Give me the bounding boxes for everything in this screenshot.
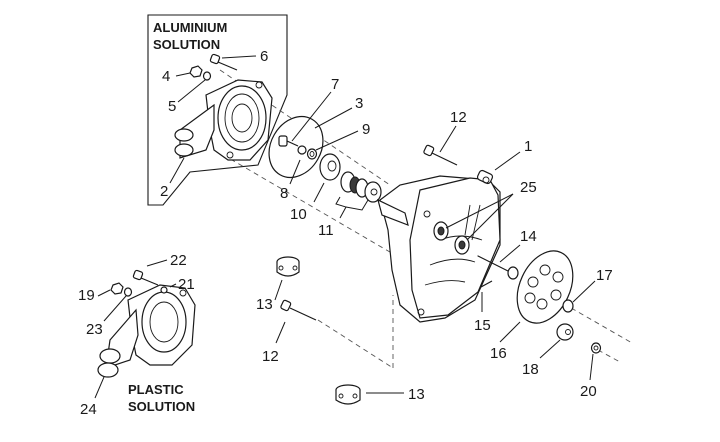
washer-22: [160, 286, 168, 294]
nut-4: [189, 65, 203, 78]
mechanical-seal-11: [340, 171, 382, 203]
bearing-21b: [454, 235, 470, 255]
callout-3: 3: [355, 95, 363, 112]
bolt-6: [209, 53, 238, 71]
shaft-14: [477, 255, 519, 280]
bolt-12-lower: [280, 299, 317, 321]
callout-19: 19: [78, 287, 95, 304]
plastic-caption-line2: SOLUTION: [128, 399, 195, 414]
callout-20: 20: [580, 383, 597, 400]
o-ring-17: [562, 299, 574, 313]
assembly-axis-lower: [214, 149, 396, 256]
callout-21: 25: [520, 179, 537, 196]
washer-9: [306, 148, 318, 160]
assembly-axis-right-lower: [597, 349, 621, 363]
callout-14: 14: [520, 228, 537, 245]
callout-24: 24: [80, 401, 97, 418]
clamp-13-lower: [335, 384, 361, 405]
callout-23: 22: [170, 252, 187, 269]
callout-15: 15: [474, 317, 491, 334]
clamp-13-upper: [276, 256, 300, 277]
callout-6: 6: [260, 48, 268, 65]
aluminium-caption-line1: ALUMINIUM: [153, 20, 227, 35]
callout-25: 23: [86, 321, 103, 338]
callout-18: 18: [522, 361, 539, 378]
pump-cover-plastic: [97, 284, 196, 378]
callout-9: 9: [362, 121, 370, 138]
aluminium-caption-line2: SOLUTION: [153, 37, 220, 52]
callout-12-top: 12: [450, 109, 467, 126]
callout-17: 17: [596, 267, 613, 284]
callout-13-lower: 13: [408, 386, 425, 403]
callout-5: 5: [168, 98, 176, 115]
bolt-12-top: [423, 144, 458, 166]
callout-10: 10: [290, 206, 307, 223]
pump-cover-aluminium: [174, 79, 273, 161]
nut-19: [110, 282, 124, 295]
bearing-21a: [433, 221, 449, 241]
bolt-23: [132, 269, 159, 286]
washer-25: [123, 287, 133, 297]
leader-lines: [94, 55, 596, 399]
callout-16: 16: [490, 345, 507, 362]
callout-11: 11: [318, 222, 334, 239]
assembly-axis-bolt: [317, 319, 394, 369]
callout-2: 2: [160, 183, 168, 200]
washer-20: [590, 342, 602, 354]
callout-4: 4: [162, 68, 170, 85]
aluminium-solution-frame: [147, 14, 288, 206]
impeller-10: [319, 153, 341, 181]
rotor-16: [516, 250, 574, 324]
callout-12-lower: 12: [262, 348, 279, 365]
callout-1: 1: [524, 138, 532, 155]
callout-22: 21: [178, 276, 195, 293]
plastic-caption-line1: PLASTIC: [128, 382, 184, 397]
bolt-7: [278, 135, 299, 147]
pin-15: [480, 280, 493, 288]
callout-13-upper: 13: [256, 296, 273, 313]
washer-5: [202, 71, 212, 81]
washer-8: [297, 145, 307, 155]
callout-8: 8: [280, 185, 288, 202]
callout-7: 7: [331, 76, 339, 93]
bushing-18: [556, 323, 574, 341]
gasket-3: [268, 115, 324, 179]
